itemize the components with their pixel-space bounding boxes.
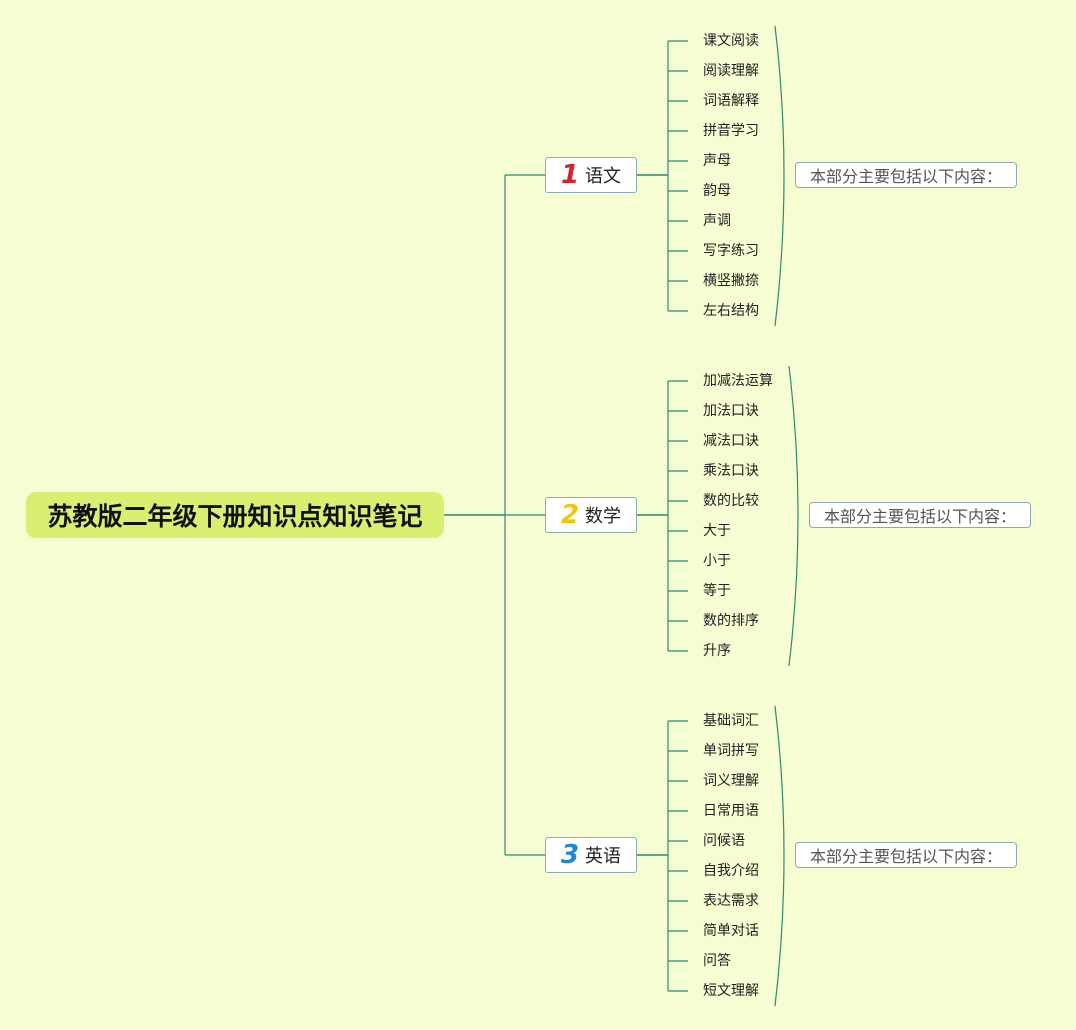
leaf-item[interactable]: 简单对话 bbox=[703, 923, 759, 939]
leaf-item[interactable]: 单词拼写 bbox=[703, 743, 759, 759]
leaf-item[interactable]: 横竖撇捺 bbox=[703, 273, 759, 289]
leaf-item[interactable]: 表达需求 bbox=[703, 893, 759, 909]
leaf-item[interactable]: 短文理解 bbox=[703, 983, 759, 999]
leaf-item[interactable]: 数的排序 bbox=[703, 613, 759, 629]
leaf-item[interactable]: 升序 bbox=[703, 643, 731, 659]
leaf-item[interactable]: 问答 bbox=[703, 953, 731, 969]
leaf-item[interactable]: 日常用语 bbox=[703, 803, 759, 819]
leaf-item[interactable]: 声母 bbox=[703, 153, 731, 169]
leaf-item[interactable]: 自我介绍 bbox=[703, 863, 759, 879]
leaf-item[interactable]: 课文阅读 bbox=[703, 33, 759, 49]
leaf-item[interactable]: 声调 bbox=[703, 213, 731, 229]
branch-number-3-icon: 3 bbox=[560, 840, 580, 870]
leaf-item[interactable]: 拼音学习 bbox=[703, 123, 759, 139]
root-topic[interactable]: 苏教版二年级下册知识点知识笔记 bbox=[26, 492, 444, 538]
leaf-item[interactable]: 数的比较 bbox=[703, 493, 759, 509]
leaf-item[interactable]: 词义理解 bbox=[703, 773, 759, 789]
summary-brace bbox=[774, 705, 785, 1007]
leaf-item[interactable]: 写字练习 bbox=[703, 243, 759, 259]
summary-brace bbox=[788, 365, 799, 667]
leaf-item[interactable]: 韵母 bbox=[703, 183, 731, 199]
leaf-item[interactable]: 问候语 bbox=[703, 833, 745, 849]
branch-chinese[interactable]: 1 语文 bbox=[545, 157, 637, 193]
summary-box-english[interactable]: 本部分主要包括以下内容： bbox=[795, 842, 1018, 868]
branch-label: 语文 bbox=[585, 166, 622, 187]
branch-math[interactable]: 2 数学 bbox=[545, 497, 637, 533]
summary-box-chinese[interactable]: 本部分主要包括以下内容： bbox=[795, 162, 1018, 188]
leaf-item[interactable]: 词语解释 bbox=[703, 93, 759, 109]
summary-brace bbox=[774, 25, 785, 327]
leaf-item[interactable]: 基础词汇 bbox=[703, 713, 759, 729]
leaf-item[interactable]: 加法口诀 bbox=[703, 403, 759, 419]
leaf-item[interactable]: 左右结构 bbox=[703, 303, 759, 319]
leaf-item[interactable]: 大于 bbox=[703, 523, 731, 539]
leaf-item[interactable]: 阅读理解 bbox=[703, 63, 759, 79]
branch-number-1-icon: 1 bbox=[560, 160, 580, 190]
branch-number-2-icon: 2 bbox=[560, 500, 580, 530]
root-title: 苏教版二年级下册知识点知识笔记 bbox=[47, 502, 423, 531]
branch-label: 数学 bbox=[585, 506, 622, 527]
summary-box-math[interactable]: 本部分主要包括以下内容： bbox=[809, 502, 1032, 528]
branch-english[interactable]: 3 英语 bbox=[545, 837, 637, 873]
branch-label: 英语 bbox=[585, 846, 622, 867]
leaf-item[interactable]: 乘法口诀 bbox=[703, 463, 759, 479]
leaf-item[interactable]: 加减法运算 bbox=[703, 373, 773, 389]
leaf-item[interactable]: 等于 bbox=[703, 583, 731, 599]
leaf-item[interactable]: 减法口诀 bbox=[703, 433, 759, 449]
leaf-item[interactable]: 小于 bbox=[703, 553, 731, 569]
